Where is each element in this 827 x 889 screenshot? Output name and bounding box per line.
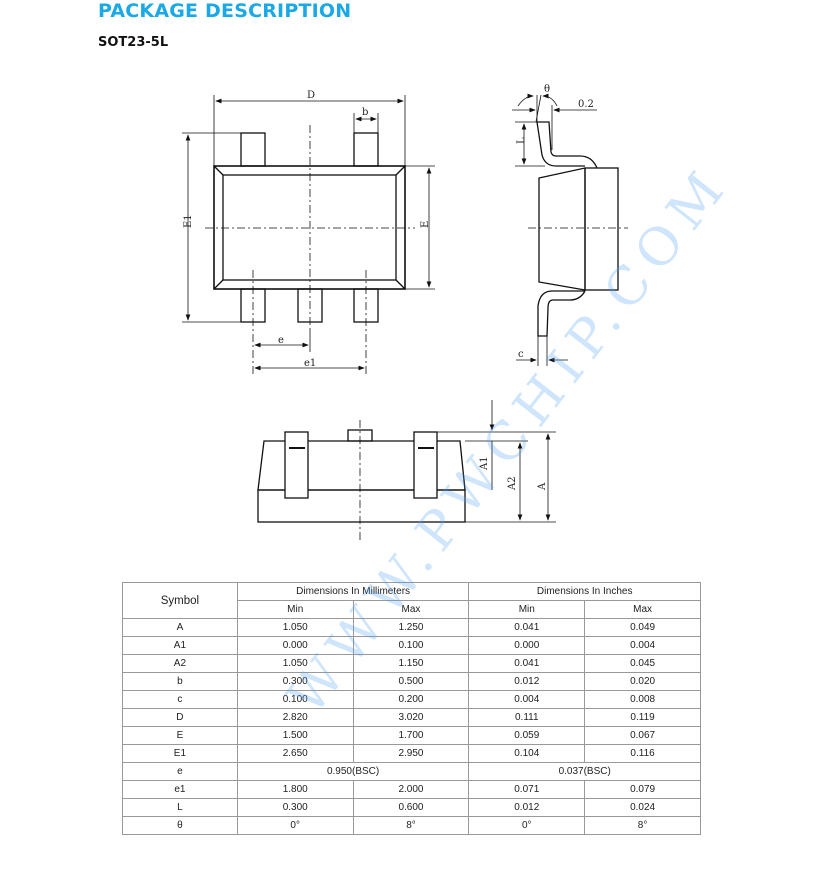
cell-mmin: 1.050 — [236, 618, 354, 637]
cell-imax: 0.067 — [584, 726, 701, 745]
cell-s: c — [122, 690, 238, 709]
label-E1: E1 — [183, 214, 194, 228]
label-A2: A2 — [507, 476, 518, 491]
cell-imax: 0.020 — [584, 672, 701, 691]
cell-imax: 0.079 — [584, 780, 701, 799]
cell-imin: 0.012 — [468, 672, 586, 691]
cell-s: D — [122, 708, 238, 727]
cell-s: E1 — [122, 744, 238, 763]
cell-s: A2 — [122, 654, 238, 673]
cell-in: 0.037(BSC) — [468, 762, 701, 781]
cell-s: L — [122, 798, 238, 817]
top-view — [182, 95, 435, 374]
front-view — [257, 400, 556, 540]
mm-min-header: Min — [236, 600, 354, 619]
package-name: SOT23-5L — [98, 35, 169, 50]
cell-imin: 0.071 — [468, 780, 586, 799]
cell-mmax: 8° — [352, 816, 470, 835]
cell-imax: 0.119 — [584, 708, 701, 727]
cell-mmin: 0.300 — [236, 798, 354, 817]
cell-mmax: 0.200 — [352, 690, 470, 709]
cell-imin: 0.041 — [468, 654, 586, 673]
cell-imin: 0.004 — [468, 690, 586, 709]
cell-mmax: 1.150 — [352, 654, 470, 673]
cell-mmin: 0° — [236, 816, 354, 835]
cell-mmax: 1.700 — [352, 726, 470, 745]
cell-imin: 0.104 — [468, 744, 586, 763]
cell-mmax: 2.950 — [352, 744, 470, 763]
cell-imin: 0.000 — [468, 636, 586, 655]
page-title: PACKAGE DESCRIPTION — [98, 0, 352, 22]
cell-mmin: 2.650 — [236, 744, 354, 763]
mm-header: Dimensions In Millimeters — [236, 582, 470, 601]
cell-imax: 0.116 — [584, 744, 701, 763]
symbol-header: Symbol — [122, 582, 238, 619]
cell-mmax: 2.000 — [352, 780, 470, 799]
cell-mmin: 0.100 — [236, 690, 354, 709]
cell-mmin: 1.500 — [236, 726, 354, 745]
label-A: A — [537, 482, 548, 491]
cell-mmin: 1.800 — [236, 780, 354, 799]
inch-header: Dimensions In Inches — [468, 582, 701, 601]
cell-imax: 0.008 — [584, 690, 701, 709]
cell-s: e1 — [122, 780, 238, 799]
dimensions-table: Symbol Dimensions In Millimeters Dimensi… — [122, 582, 701, 835]
cell-imax: 0.004 — [584, 636, 701, 655]
label-e: e — [278, 335, 284, 346]
cell-mmin: 1.050 — [236, 654, 354, 673]
cell-mmin: 2.820 — [236, 708, 354, 727]
cell-imin: 0.111 — [468, 708, 586, 727]
label-e1: e1 — [304, 358, 316, 369]
label-c: c — [518, 349, 524, 360]
label-A1: A1 — [479, 456, 490, 471]
cell-imax: 0.045 — [584, 654, 701, 673]
cell-s: b — [122, 672, 238, 691]
cell-imax: 8° — [584, 816, 701, 835]
side-view — [512, 93, 628, 366]
label-theta: θ — [544, 84, 550, 95]
cell-s: E — [122, 726, 238, 745]
cell-imin: 0.059 — [468, 726, 586, 745]
cell-imin: 0.041 — [468, 618, 586, 637]
cell-imax: 0.024 — [584, 798, 701, 817]
in-min-header: Min — [468, 600, 586, 619]
label-E: E — [420, 221, 431, 228]
label-gauge: 0.2 — [578, 99, 594, 110]
cell-mmax: 0.100 — [352, 636, 470, 655]
cell-s: θ — [122, 816, 238, 835]
cell-mm: 0.950(BSC) — [236, 762, 470, 781]
cell-imin: 0° — [468, 816, 586, 835]
cell-mmax: 0.600 — [352, 798, 470, 817]
cell-mmin: 0.000 — [236, 636, 354, 655]
mm-max-header: Max — [352, 600, 470, 619]
cell-mmin: 0.300 — [236, 672, 354, 691]
cell-mmax: 1.250 — [352, 618, 470, 637]
cell-imax: 0.049 — [584, 618, 701, 637]
cell-mmax: 3.020 — [352, 708, 470, 727]
label-D: D — [307, 90, 315, 101]
cell-imin: 0.012 — [468, 798, 586, 817]
cell-s: A — [122, 618, 238, 637]
cell-s: A1 — [122, 636, 238, 655]
label-b: b — [362, 107, 368, 118]
cell-mmax: 0.500 — [352, 672, 470, 691]
package-drawing: D b E1 E e e1 θ 0.2 L c — [182, 84, 628, 540]
label-L: L — [516, 137, 527, 144]
cell-s: e — [122, 762, 238, 781]
in-max-header: Max — [584, 600, 701, 619]
